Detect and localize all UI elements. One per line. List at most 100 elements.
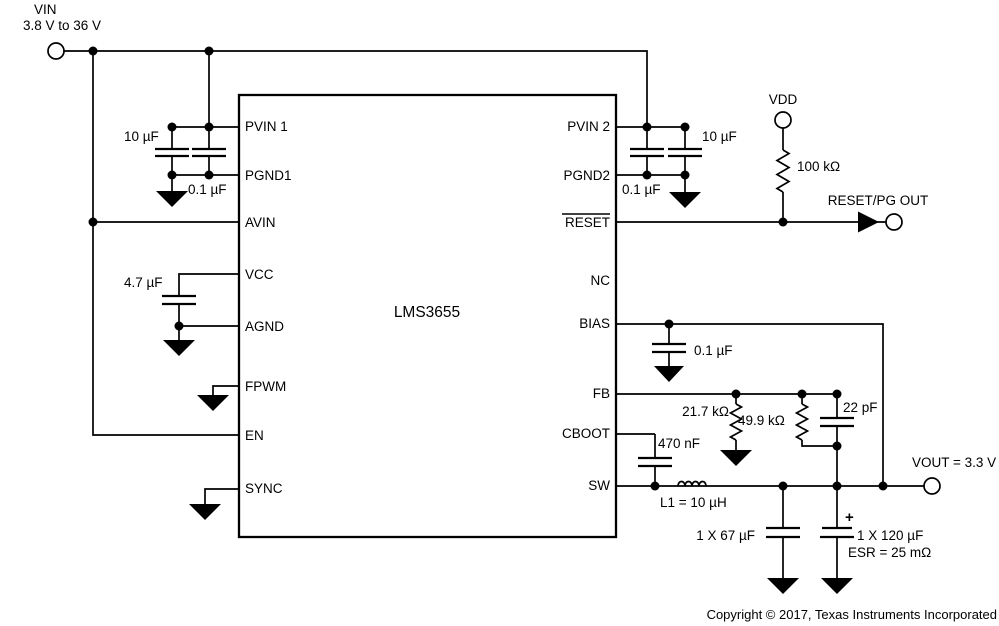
pin-label-avin: AVIN — [245, 215, 276, 230]
junction-dot — [88, 46, 98, 56]
junction-dot — [204, 170, 214, 180]
ground-icon — [163, 340, 195, 356]
wire-vin-top-rail — [64, 50, 648, 127]
junction-dot — [204, 46, 214, 56]
junction-dot — [878, 481, 888, 491]
output-arrow-icon — [858, 211, 879, 233]
wire-sync — [204, 488, 239, 504]
cap-plates — [668, 147, 702, 158]
ground-icon — [189, 504, 221, 520]
junction-dot — [832, 481, 842, 491]
wire-bias — [616, 323, 884, 486]
resistor-zigzag — [794, 403, 810, 441]
cap-plates — [162, 294, 196, 306]
bias-cap: 0.1 µF — [652, 324, 733, 358]
pin-label-reset: RESET — [565, 215, 610, 230]
junction-dot — [650, 481, 660, 491]
junction-dot — [88, 217, 98, 227]
vin-label: VIN — [34, 2, 57, 17]
wire-vcc — [178, 273, 239, 296]
pin-label-nc: NC — [591, 273, 611, 288]
junction-dot — [642, 170, 652, 180]
vout-terminal-circle — [923, 477, 941, 495]
cap-value-label: 470 nF — [658, 436, 700, 451]
fb-resistor-top: 21.7 kΩ — [682, 403, 744, 441]
cap-plates — [192, 147, 226, 158]
junction-dot — [832, 389, 842, 399]
cap-plates — [630, 147, 664, 158]
inductor-coil — [677, 480, 707, 487]
vdd-terminal-circle — [774, 111, 792, 129]
ground-icon — [669, 192, 701, 208]
chip-name-label: LMS3655 — [394, 304, 460, 321]
reset-pg-out-terminal: RESET/PG OUT — [828, 193, 929, 233]
junction-dot — [167, 122, 177, 132]
pin-label-pgnd1: PGND1 — [245, 168, 292, 183]
cap-value-label: 1 X 120 µF — [857, 528, 923, 543]
junction-dot — [797, 389, 807, 399]
pin-label-bias: BIAS — [579, 316, 610, 331]
vin-terminal-circle — [47, 42, 65, 60]
vcc-cap: 4.7 µF — [124, 275, 196, 326]
reset-terminal-circle — [885, 213, 903, 231]
resistor-value-label: 49.9 kΩ — [738, 413, 785, 428]
cap-plates — [766, 526, 800, 539]
junction-dot — [778, 217, 788, 227]
chip: LMS3655 PVIN 1 PGND1 AVIN VCC AGND FPWM … — [237, 93, 618, 539]
cap-plates — [652, 342, 686, 354]
junction-dot — [680, 170, 690, 180]
cap-plates — [155, 147, 189, 158]
inductor-value-label: L1 = 10 µH — [660, 495, 727, 510]
wire-fpwm — [212, 385, 239, 395]
chip-outline — [237, 93, 618, 539]
cap-value-label: 4.7 µF — [124, 275, 163, 290]
pin-label-sync: SYNC — [245, 481, 283, 496]
polarity-plus-sign: + — [845, 509, 854, 526]
vin-terminal: VIN 3.8 V to 36 V — [23, 2, 101, 60]
resistor-value-label: 21.7 kΩ — [682, 404, 729, 419]
junction-dots — [88, 46, 888, 491]
cap-value-label: 1 X 67 µF — [696, 528, 755, 543]
wires — [64, 50, 924, 504]
junction-dot — [731, 389, 741, 399]
input-cap-hf-left: 0.1 µF — [188, 127, 227, 197]
cap-esr-label: ESR = 25 mΩ — [848, 545, 931, 560]
vin-range-label: 3.8 V to 36 V — [23, 18, 101, 33]
vdd-label: VDD — [769, 92, 798, 107]
ground-icon — [197, 395, 229, 411]
cboot-cap: 470 nF — [638, 434, 700, 486]
pin-label-fpwm: FPWM — [245, 379, 286, 394]
junction-dot — [832, 441, 842, 451]
pin-label-pgnd2: PGND2 — [563, 168, 610, 183]
cap-value-label: 10 µF — [702, 129, 737, 144]
junction-dot — [642, 122, 652, 132]
feedforward-cap: 22 pF — [820, 394, 878, 486]
reset-pg-out-label: RESET/PG OUT — [828, 193, 929, 208]
cap-value-label: 0.1 µF — [188, 182, 227, 197]
copyright-notice: Copyright © 2017, Texas Instruments Inco… — [707, 607, 997, 622]
vout-label: VOUT = 3.3 V — [912, 455, 996, 470]
cap-value-label: 10 µF — [124, 129, 159, 144]
junction-dot — [778, 481, 788, 491]
vdd-pullup-resistor: 100 kΩ — [775, 149, 840, 193]
ground-icon — [720, 450, 752, 466]
pin-label-agnd: AGND — [245, 319, 284, 334]
junction-dot — [204, 122, 214, 132]
input-cap-bulk-right: 10 µF — [668, 127, 737, 175]
fb-resistor-bottom: 49.9 kΩ — [738, 403, 810, 441]
cap-value-label: 0.1 µF — [622, 182, 661, 197]
junction-dot — [664, 319, 674, 329]
resistor-zigzag — [775, 149, 791, 193]
cap-plates — [820, 526, 854, 539]
cap-plates — [820, 416, 854, 428]
input-cap-hf-right: 0.1 µF — [622, 127, 664, 197]
inductor-l1: L1 = 10 µH — [660, 480, 727, 510]
ground-icon — [156, 191, 188, 207]
wire-en-rail — [92, 51, 239, 436]
ground-icon — [821, 578, 853, 594]
resistor-zigzag — [728, 403, 744, 441]
junction-dot — [167, 170, 177, 180]
pin-label-vcc: VCC — [245, 267, 274, 282]
junction-dot — [174, 321, 184, 331]
